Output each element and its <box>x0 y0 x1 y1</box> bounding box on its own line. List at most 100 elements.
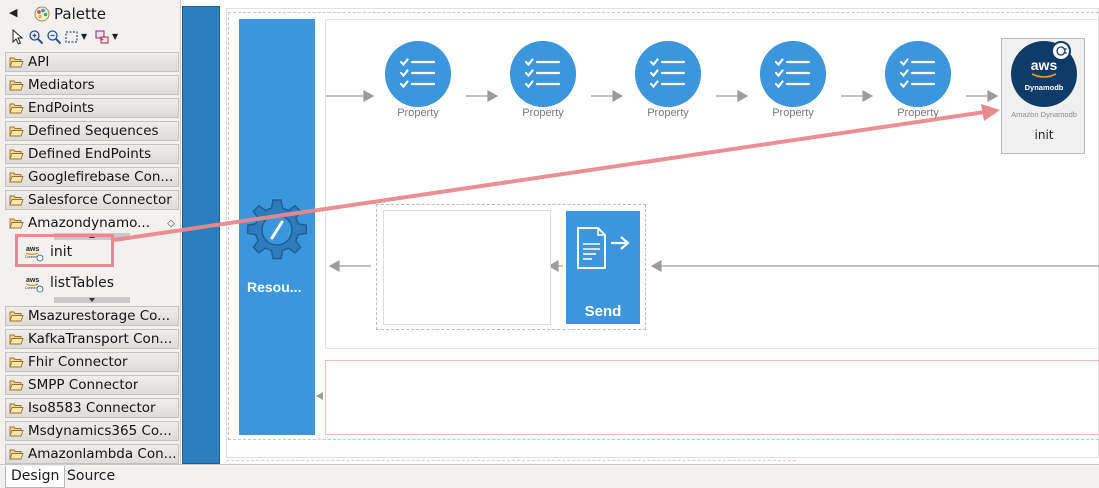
tab-source[interactable]: Source <box>67 468 116 484</box>
folder-open-icon <box>9 80 24 91</box>
palette-group-label: Mediators <box>28 77 95 93</box>
property-mediator-node[interactable]: Property <box>760 41 826 121</box>
gear-icon <box>246 199 308 260</box>
collapse-palette-icon[interactable]: ◀ <box>9 6 18 19</box>
palette-group-salesforce[interactable]: Salesforce Connector <box>5 190 179 210</box>
editor-tab-bar: Design Source <box>0 464 1099 488</box>
palette-panel: ◀ Palette ▼ <box>0 0 181 464</box>
palette-group-label: API <box>28 54 50 70</box>
folder-open-icon <box>9 57 24 68</box>
palette-group-amazondynamodb[interactable]: Amazondynamo... ◇ <box>5 213 179 233</box>
palette-group-label: SMPP Connector <box>28 377 139 393</box>
palette-item-label: listTables <box>50 275 115 291</box>
palette-group-label: Googlefirebase Con... <box>28 169 174 185</box>
folder-open-icon <box>9 449 24 460</box>
empty-mediator-slot[interactable] <box>383 210 551 325</box>
zoom-out-icon[interactable] <box>46 29 62 45</box>
folder-open-icon <box>9 426 24 437</box>
folder-open-icon <box>9 172 24 183</box>
property-mediator-node[interactable]: Property <box>385 41 451 121</box>
palette-group-kafkatransport[interactable]: KafkaTransport Con... <box>5 329 179 349</box>
palette-group-label: Amazonlambda Con... <box>28 446 177 462</box>
design-canvas[interactable]: Resou... Property <box>182 0 1099 464</box>
palette-group-smpp[interactable]: SMPP Connector <box>5 375 179 395</box>
palette-group-msazurestorage[interactable]: Msazurestorage Co... <box>5 306 179 326</box>
property-label: Property <box>397 107 439 119</box>
palette-logo-icon <box>34 6 50 22</box>
palette-group-defined-sequences[interactable]: Defined Sequences <box>5 121 179 141</box>
property-mediator-node[interactable]: Property <box>635 41 701 121</box>
palette-group-label: Msdynamics365 Co... <box>28 423 172 439</box>
connection-dropdown-icon[interactable]: ▼ <box>112 32 119 41</box>
property-list-icon <box>635 41 701 107</box>
folder-open-icon <box>9 126 24 137</box>
folder-open-icon <box>9 403 24 414</box>
folder-open-icon <box>9 195 24 206</box>
palette-item-listtables[interactable]: aws Connector listTables <box>24 270 114 296</box>
marquee-select-icon[interactable] <box>64 29 80 45</box>
property-label: Property <box>647 107 689 119</box>
connector-operation-label: init <box>1034 128 1054 142</box>
plug-icon <box>1051 41 1071 61</box>
dynamodb-init-node[interactable]: aws Dynamodb Amazon Dynamodb init <box>1001 38 1085 154</box>
palette-item-init[interactable]: aws Connector init <box>24 239 72 265</box>
palette-group-msdynamics365[interactable]: Msdynamics365 Co... <box>5 421 179 441</box>
palette-group-fhir[interactable]: Fhir Connector <box>5 352 179 372</box>
out-sequence-group: Send <box>376 204 646 330</box>
send-mediator-node[interactable]: Send <box>566 211 640 324</box>
palette-toolbar: ▼ ▼ <box>8 29 178 47</box>
palette-group-googlefirebase[interactable]: Googlefirebase Con... <box>5 167 179 187</box>
property-list-icon <box>885 41 951 107</box>
palette-title: Palette <box>54 5 106 23</box>
folder-open-icon <box>9 218 24 229</box>
palette-group-mediators[interactable]: Mediators <box>5 75 179 95</box>
palette-group-label: Fhir Connector <box>28 354 128 370</box>
property-label: Property <box>522 107 564 119</box>
zoom-in-icon[interactable] <box>28 29 44 45</box>
property-list-icon <box>760 41 826 107</box>
property-label: Property <box>897 107 939 119</box>
connector-sub-label: Amazon Dynamodb <box>1011 110 1077 119</box>
property-mediator-node[interactable]: Property <box>885 41 951 121</box>
svg-text:Connector: Connector <box>25 286 42 290</box>
palette-group-defined-endpoints[interactable]: Defined EndPoints <box>5 144 179 164</box>
palette-group-amazonlambda[interactable]: Amazonlambda Con... <box>5 444 179 464</box>
aws-logo-subtext: Dynamodb <box>1024 83 1064 92</box>
drawer-scroll-down-button[interactable] <box>54 297 130 303</box>
property-mediator-node[interactable]: Property <box>510 41 576 121</box>
marquee-dropdown-icon[interactable]: ▼ <box>81 32 88 41</box>
select-arrow-icon[interactable] <box>10 29 26 45</box>
palette-group-iso8583[interactable]: Iso8583 Connector <box>5 398 179 418</box>
svg-text:aws: aws <box>26 277 39 284</box>
palette-group-api[interactable]: API <box>5 52 179 72</box>
svg-text:aws: aws <box>26 246 39 253</box>
fault-sequence-lane <box>325 360 1099 435</box>
palette-item-label: init <box>50 244 73 260</box>
aws-smile-icon <box>1031 73 1057 78</box>
folder-open-icon <box>9 357 24 368</box>
aws-logo-text: aws <box>1030 57 1058 73</box>
folder-open-icon <box>9 149 24 160</box>
folder-open-icon <box>9 334 24 345</box>
connection-tool-icon[interactable] <box>94 29 110 45</box>
palette-group-label: Defined Sequences <box>28 123 159 139</box>
divider <box>226 460 796 461</box>
palette-group-label: EndPoints <box>28 100 95 116</box>
tab-design[interactable]: Design <box>5 466 66 488</box>
aws-connector-icon: aws Connector <box>25 246 44 262</box>
arrow-down-icon <box>89 298 95 302</box>
property-list-icon <box>510 41 576 107</box>
palette-group-label: Defined EndPoints <box>28 146 152 162</box>
palette-header: ◀ Palette <box>0 0 180 28</box>
drag-source-highlight <box>15 234 114 267</box>
aws-connector-icon: aws Connector <box>25 277 44 293</box>
folder-open-icon <box>9 311 24 322</box>
resource-label: Resou... <box>247 279 302 295</box>
api-resource-node[interactable]: Resou... <box>239 19 315 435</box>
palette-group-endpoints[interactable]: EndPoints <box>5 98 179 118</box>
palette-group-label: Iso8583 Connector <box>28 400 156 416</box>
pin-icon[interactable]: ◇ <box>167 218 175 229</box>
svg-text:Connector: Connector <box>25 255 42 259</box>
palette-group-label: Amazondynamo... <box>28 215 150 231</box>
property-label: Property <box>772 107 814 119</box>
